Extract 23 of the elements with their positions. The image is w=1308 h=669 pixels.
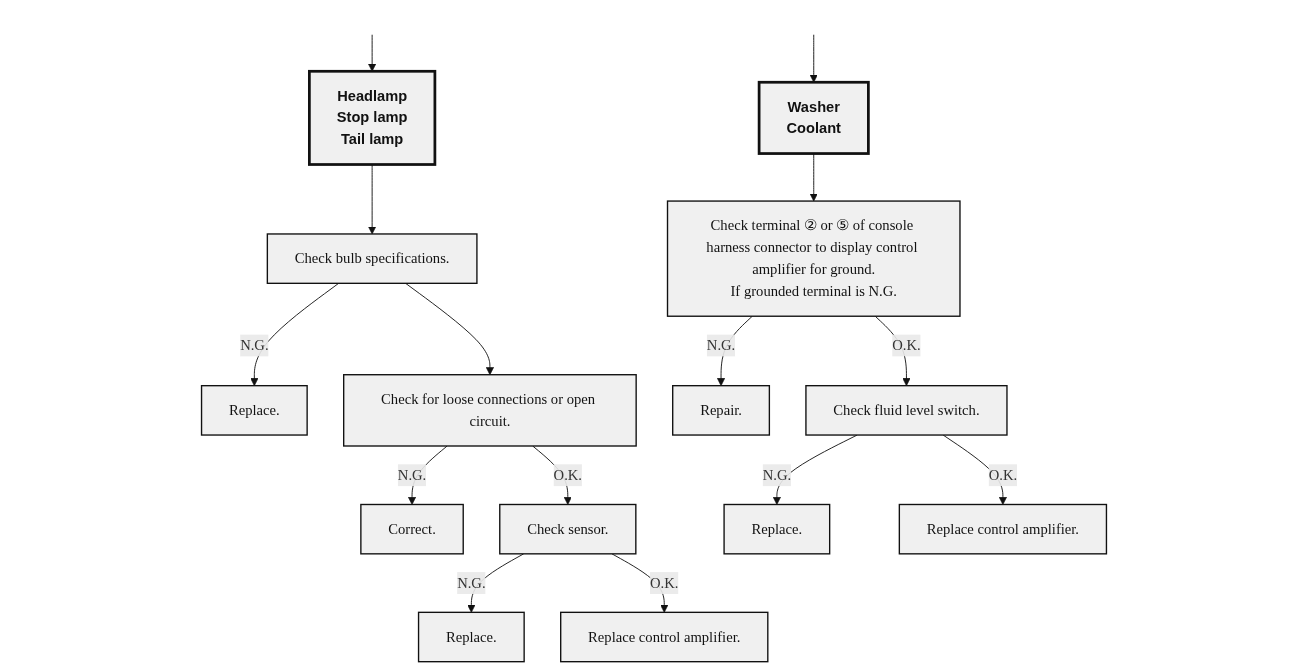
edge-label: O.K. (892, 337, 921, 353)
edge-label: O.K. (650, 574, 679, 591)
node-box: Check for loose connections or open circuit. (343, 374, 637, 447)
edge-label: N.G. (397, 467, 427, 483)
edge-label: N.G. (240, 337, 269, 353)
node-box: Replace. (200, 385, 308, 436)
node-box: Check sensor. (499, 503, 637, 555)
node-box: Headlamp Stop lamp Tail lamp (308, 69, 437, 166)
edge-label: N.G. (457, 574, 486, 591)
node-box: Replace. (723, 503, 831, 555)
node-box: Replace control amplifier. (560, 611, 769, 663)
edge-label: N.G. (706, 337, 736, 353)
node-box: Repair. (672, 385, 771, 436)
edge-label: O.K. (553, 467, 583, 483)
node-box: Replace control amplifier. (898, 503, 1108, 555)
node-box: Washer Coolant (757, 80, 870, 155)
node-box: Check bulb specifications. (266, 233, 478, 284)
node-box: Replace. (417, 611, 525, 663)
node-box: Check fluid level switch. (805, 385, 1008, 436)
node-box: Check terminal ② or ⑤ of console harness connector to display control amplifier for ground. If grounded terminal is N.G. (666, 200, 961, 317)
edge-label: N.G. (762, 467, 792, 483)
node-box: Correct. (360, 503, 464, 555)
edge-label: O.K. (988, 467, 1018, 483)
